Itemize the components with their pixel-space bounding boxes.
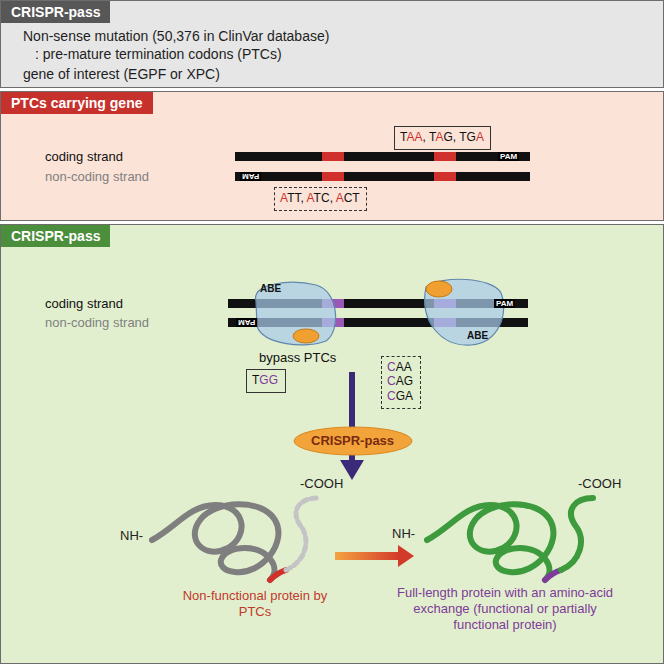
- enzyme-label: ABE: [467, 330, 488, 342]
- deaminase-blob: [293, 329, 319, 343]
- codon-box: TGG: [246, 369, 286, 393]
- terminus-label: NH-: [392, 526, 415, 542]
- process-arrow: [335, 552, 400, 560]
- codon-letter: C: [387, 374, 396, 388]
- codon-letter: A: [280, 191, 287, 205]
- codon-letter: G: [467, 130, 476, 144]
- codon-letter: A: [396, 360, 404, 374]
- ptc-mark: [322, 172, 344, 181]
- codon-letter: C: [387, 389, 396, 403]
- codon-box: ATT, ATC, ACT: [274, 187, 367, 211]
- codon-letter: T: [252, 373, 259, 387]
- full-length-protein: [427, 498, 593, 580]
- enzyme-shape: [421, 277, 507, 347]
- codon-letter: C: [344, 191, 353, 205]
- panel-heading: PTCs carrying gene: [1, 92, 153, 114]
- pam-label: PAM: [240, 172, 261, 181]
- terminus-label: -COOH: [300, 476, 343, 492]
- process-oval: CRISPR-pass: [293, 426, 413, 456]
- codon-letter: T: [459, 130, 466, 144]
- protein-caption: Full-length protein with an amino-acid e…: [385, 585, 625, 633]
- truncated-protein: [152, 498, 318, 580]
- panel-ground: [0, 0, 664, 88]
- enzyme-blob: ABE: [421, 277, 507, 347]
- codon-letter: A: [406, 130, 414, 144]
- codon-letter: G: [443, 130, 452, 144]
- missing-chain: [286, 498, 318, 570]
- cas9-blob: [256, 282, 336, 344]
- enzyme-blob: ABE: [251, 279, 341, 349]
- codon-letter: G: [404, 374, 413, 388]
- arrow-head: [340, 460, 364, 480]
- protein-chain: [152, 504, 278, 580]
- section-panel: CRISPR-passNon-sense mutation (50,376 in…: [0, 0, 664, 88]
- dna-strand: [235, 152, 530, 161]
- codon-box: CAA CAG CGA: [381, 356, 421, 409]
- pam-label: PAM: [498, 152, 519, 161]
- codon-letter: T: [352, 191, 359, 205]
- codon-box: TAA, TAG, TGA: [394, 126, 491, 150]
- terminus-label: NH-: [120, 528, 143, 544]
- codon-text: CAA CAG CGA: [387, 360, 413, 403]
- body-text: : pre-mature termination codons (PTCs): [35, 46, 282, 63]
- annotation: bypass PTCs: [259, 350, 336, 366]
- codon-letter: [456, 130, 459, 144]
- codon-letter: G: [259, 373, 268, 387]
- arrow-head: [398, 545, 414, 567]
- codon-letter: T: [294, 191, 300, 205]
- codon-letter: C: [387, 360, 396, 374]
- pam-label: PAM: [236, 318, 257, 327]
- body-text: Non-sense mutation (50,376 in ClinVar da…: [23, 28, 329, 45]
- codon-letter: G: [396, 389, 405, 403]
- codon-letter: T: [287, 191, 294, 205]
- codon-letter: [333, 191, 336, 205]
- codon-letter: T: [400, 130, 406, 144]
- pam-label: PAM: [494, 299, 515, 308]
- codon-letter: [426, 130, 429, 144]
- codon-letter: A: [414, 130, 422, 144]
- panel-heading: CRISPR-pass: [1, 225, 110, 247]
- ptc-mark: [322, 152, 344, 161]
- panel-ground: [0, 91, 664, 221]
- strand-label: coding strand: [45, 296, 123, 312]
- ptc-mark: [434, 152, 456, 161]
- codon-letter: ,: [422, 130, 425, 144]
- process-label: CRISPR-pass: [311, 433, 394, 449]
- codon-letter: A: [404, 360, 411, 374]
- codon-text: TGG: [252, 373, 278, 387]
- deaminase-blob: [426, 281, 452, 297]
- codon-letter: A: [405, 389, 413, 403]
- terminus-label: -COOH: [578, 476, 621, 492]
- codon-text: TAA, TAG, TGA: [400, 130, 484, 144]
- protein-chain: [561, 498, 593, 570]
- strand-label: coding strand: [45, 149, 123, 165]
- codon-letter: A: [336, 191, 344, 205]
- codon-letter: A: [435, 130, 443, 144]
- codon-letter: [304, 191, 307, 205]
- enzyme-label: ABE: [260, 283, 281, 295]
- codon-letter: C: [321, 191, 330, 205]
- codon-letter: ,: [300, 191, 303, 205]
- codon-letter: T: [314, 191, 321, 205]
- codon-letter: ,: [453, 130, 456, 144]
- body-text: gene of interest (EGPF or XPC): [23, 66, 220, 83]
- codon-letter: A: [476, 130, 484, 144]
- ptc-mark: [434, 172, 456, 181]
- ptc-mark: [270, 570, 286, 580]
- codon-letter: G: [269, 373, 278, 387]
- protein-chain: [427, 504, 553, 580]
- codon-letter: A: [306, 191, 313, 205]
- process-oval-fill: [294, 427, 412, 455]
- codon-letter: A: [396, 374, 404, 388]
- cas9-blob: [425, 279, 504, 345]
- panel-heading: CRISPR-pass: [1, 1, 110, 23]
- strand-label: non-coding strand: [45, 315, 149, 331]
- dna-strand: [235, 172, 530, 181]
- panel-ground: [0, 224, 664, 664]
- strand-label: non-coding strand: [45, 169, 149, 185]
- protein-caption: Non-functional protein by PTCs: [170, 588, 340, 620]
- codon-text: ATT, ATC, ACT: [280, 191, 360, 205]
- codon-letter: T: [429, 130, 435, 144]
- codon-letter: ,: [330, 191, 333, 205]
